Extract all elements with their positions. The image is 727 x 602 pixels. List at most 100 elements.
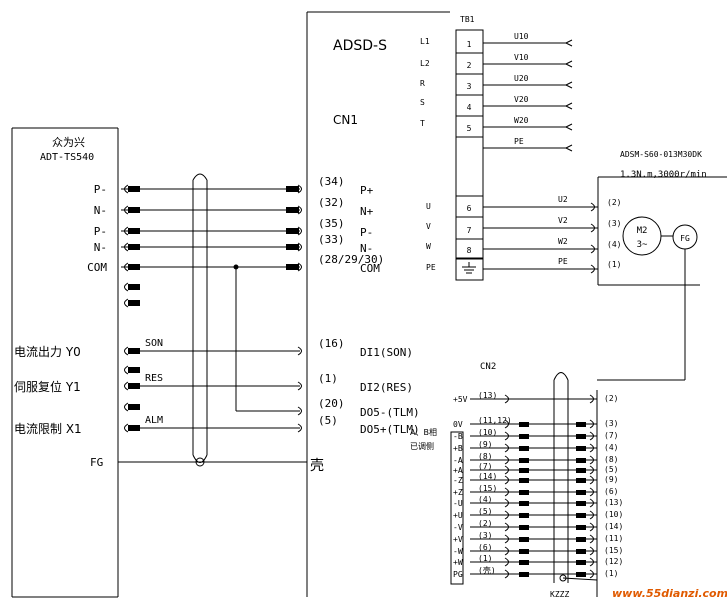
cn2-pin-connector bbox=[504, 394, 509, 404]
controller-pin-connector bbox=[124, 298, 129, 308]
controller-pin-connector bbox=[124, 423, 129, 433]
cn2-pin-number: (1) bbox=[478, 554, 492, 563]
cn1-pin-number: (33) bbox=[318, 233, 345, 246]
encoder-signal-label: +U bbox=[453, 511, 463, 520]
encoder-shield-drain bbox=[562, 577, 598, 581]
wire-ferrule bbox=[128, 367, 140, 373]
encoder-pin-number: (10) bbox=[604, 510, 623, 519]
wire-ferrule bbox=[519, 478, 529, 483]
power-terminal-label: R bbox=[420, 79, 425, 88]
wire-ferrule bbox=[576, 525, 586, 530]
supply-label: PE bbox=[514, 137, 524, 146]
wire-ferrule bbox=[519, 446, 529, 451]
supply-label: W20 bbox=[514, 116, 529, 125]
cn2-pin-number: (4) bbox=[478, 495, 492, 504]
cn1-pin-name: DI2(RES) bbox=[360, 381, 413, 394]
wire-ferrule bbox=[128, 207, 140, 213]
cn2-pin-connector bbox=[504, 557, 509, 567]
encoder-pin-number: (11) bbox=[604, 534, 623, 543]
supply-arrow bbox=[565, 81, 573, 89]
wire-ferrule bbox=[519, 537, 529, 542]
motor-encoder-pin-connector bbox=[589, 455, 594, 465]
wire-ferrule bbox=[576, 478, 586, 483]
wire-ferrule bbox=[519, 458, 529, 463]
motor-encoder-pin-connector bbox=[589, 443, 594, 453]
cn1-label: CN1 bbox=[333, 113, 358, 127]
motor-pin-connector bbox=[590, 223, 595, 233]
encoder-pin-number: (9) bbox=[604, 475, 618, 484]
cn2-pin-connector bbox=[504, 510, 509, 520]
tb1-row-number: 4 bbox=[467, 103, 472, 112]
encoder-pin-number: (4) bbox=[604, 443, 618, 452]
controller-output-label: 电流出力 Y0 bbox=[14, 345, 81, 359]
encoder-signal-label: +V bbox=[453, 535, 463, 544]
motor-encoder-pin-connector bbox=[589, 465, 594, 475]
wire-ferrule bbox=[286, 264, 299, 270]
cn2-pin-number: (2) bbox=[478, 519, 492, 528]
motor-encoder-pin-connector bbox=[589, 522, 594, 532]
cn1-pin-connector bbox=[297, 346, 302, 356]
wire-ferrule bbox=[576, 513, 586, 518]
motor-pin-label: (4) bbox=[607, 240, 621, 249]
cn2-pin-connector bbox=[504, 465, 509, 475]
motor-pin-connector bbox=[590, 244, 595, 254]
drive-name: ADSD-S bbox=[333, 38, 387, 54]
wire-ferrule bbox=[519, 490, 529, 495]
wire-ferrule bbox=[128, 186, 140, 192]
wire-ferrule bbox=[128, 404, 140, 410]
supply-label: V20 bbox=[514, 95, 529, 104]
supply-label: U20 bbox=[514, 74, 529, 83]
cn2-pin-number: (9) bbox=[478, 440, 492, 449]
tb1-row-number: 7 bbox=[467, 226, 472, 235]
cn2-pin-number: (3) bbox=[478, 531, 492, 540]
motor-encoder-pin-connector bbox=[589, 534, 594, 544]
tb1-row-number: 2 bbox=[467, 61, 472, 70]
encoder-pin-number: (8) bbox=[604, 455, 618, 464]
wire-ferrule bbox=[128, 425, 140, 431]
cn1-pin-number: (32) bbox=[318, 196, 345, 209]
encoder-pin-number: (1) bbox=[604, 569, 618, 578]
cn1-pin-name: P- bbox=[360, 226, 373, 239]
cn2-pin-connector bbox=[504, 419, 509, 429]
cn2-pin-connector bbox=[504, 546, 509, 556]
wire-ferrule bbox=[576, 537, 586, 542]
cn1-pin-connector bbox=[297, 262, 302, 272]
cn2-pin-connector bbox=[504, 487, 509, 497]
wire-ferrule bbox=[128, 264, 140, 270]
output-signal-label: ALM bbox=[145, 415, 163, 426]
cn2-pin-connector bbox=[504, 498, 509, 508]
encoder-pin-number: (5) bbox=[604, 465, 618, 474]
encoder-signal-label: -U bbox=[453, 499, 463, 508]
cn2-pin-connector bbox=[504, 534, 509, 544]
cn2-pin-number: (10) bbox=[478, 428, 497, 437]
motor-pin-label: (2) bbox=[607, 198, 621, 207]
wire-ferrule bbox=[576, 549, 586, 554]
encoder-signal-label: -B bbox=[453, 432, 463, 441]
cn2-pin-number: (13) bbox=[478, 391, 497, 400]
cable-mark: KZZZ bbox=[550, 590, 569, 599]
motor-encoder-pin-connector bbox=[589, 498, 594, 508]
wire-ferrule bbox=[519, 468, 529, 473]
wire-ferrule bbox=[286, 244, 299, 250]
wire-ferrule bbox=[128, 348, 140, 354]
cn1-pin-name: COM bbox=[360, 262, 380, 275]
cn2-label: CN2 bbox=[480, 362, 496, 372]
cn1-pin-connector bbox=[297, 242, 302, 252]
supply-arrow bbox=[565, 60, 573, 68]
output-signal-label: SON bbox=[145, 338, 163, 349]
motor-pin-label: (3) bbox=[607, 219, 621, 228]
motor-encoder-pin-connector bbox=[589, 431, 594, 441]
encoder-signal-block bbox=[450, 431, 464, 585]
cn2-pin-number: (15) bbox=[478, 484, 497, 493]
cn2-pin-number: (8) bbox=[478, 452, 492, 461]
motor-terminal-label: PE bbox=[426, 263, 436, 272]
cn2-pin-number: (7) bbox=[478, 462, 492, 471]
cn1-pin-connector bbox=[297, 226, 302, 236]
supply-arrow bbox=[565, 123, 573, 131]
encoder-signal-label: -A bbox=[453, 456, 463, 465]
encoder-note: A、B相 bbox=[410, 427, 437, 437]
encoder-signal-label: -W bbox=[453, 547, 463, 556]
encoder-signal-label: +Z bbox=[453, 488, 463, 497]
encoder-pin-number: (6) bbox=[604, 487, 618, 496]
